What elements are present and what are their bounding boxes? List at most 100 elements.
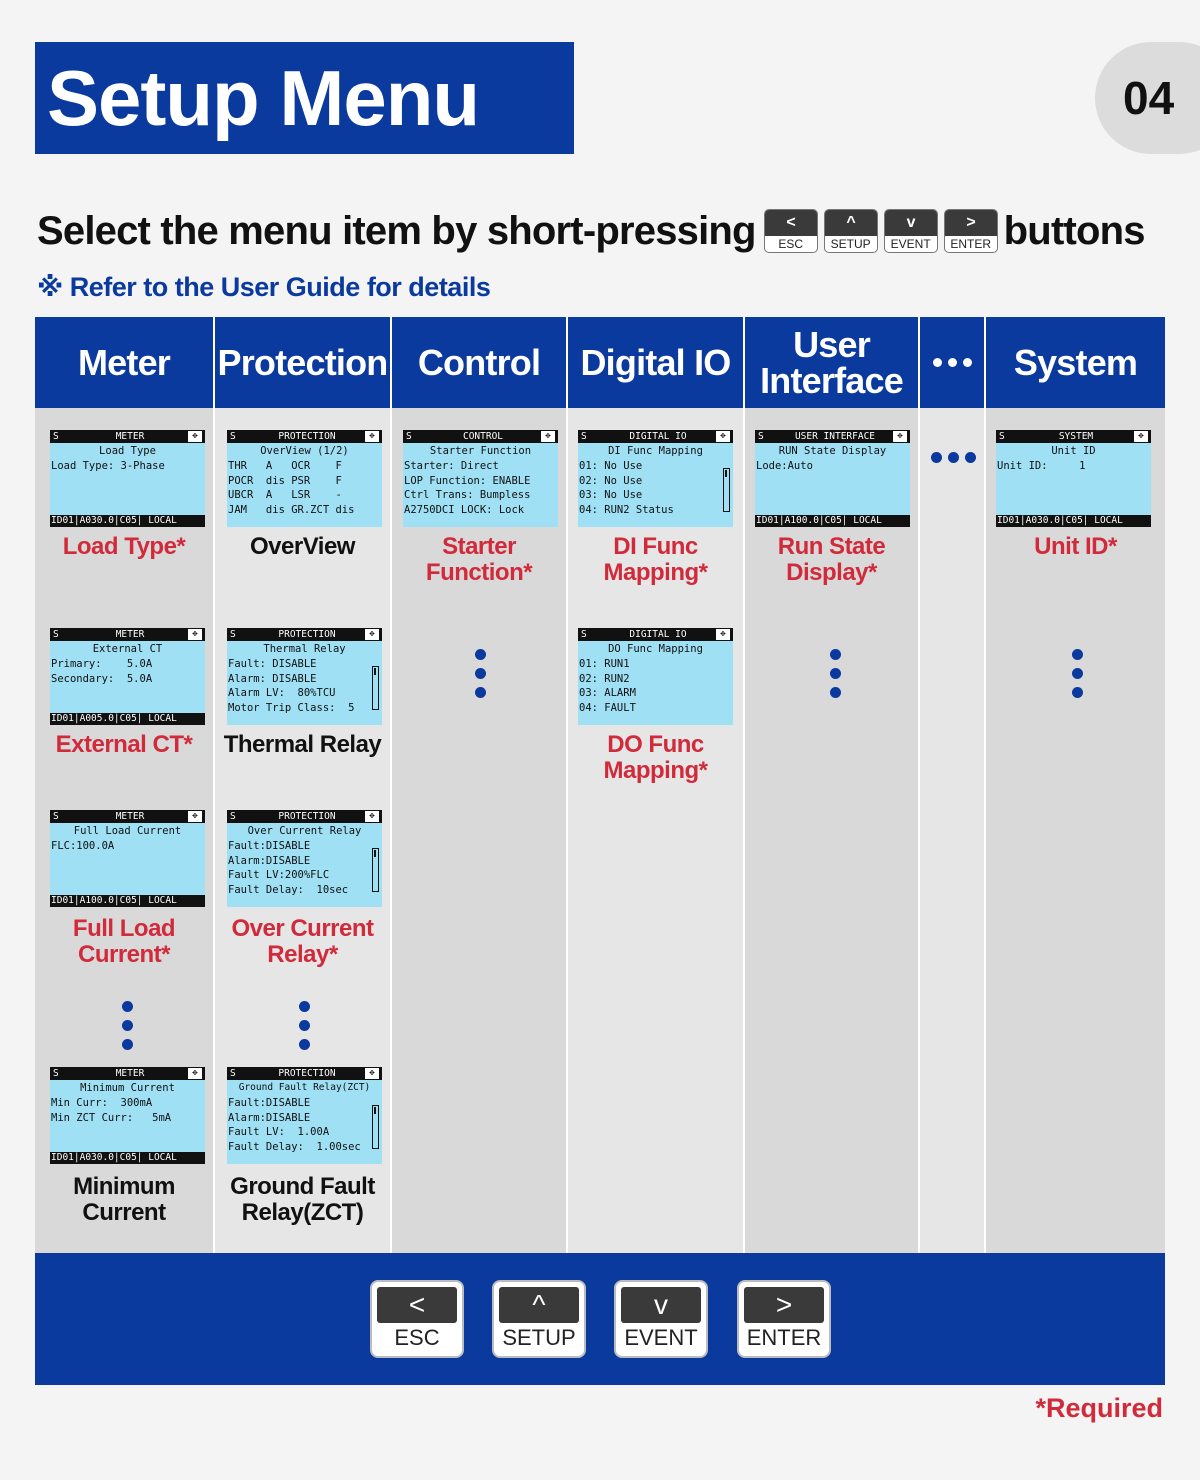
- lcd-status-bar: ID01|A030.0|C05| LOCAL: [996, 515, 1151, 527]
- lcd-title: DIGITAL IO: [629, 431, 687, 442]
- lcd-mode: S: [230, 1068, 236, 1079]
- required-legend: *Required: [1035, 1393, 1163, 1423]
- lcd-subtitle: Thermal Relay: [263, 643, 346, 655]
- lcd-status-bar: ID01|A005.0|C05| LOCAL: [50, 713, 205, 725]
- setup-button[interactable]: ^ SETUP: [492, 1280, 586, 1358]
- keypad-panel: < ESC ^ SETUP v EVENT > ENTER: [35, 1253, 1165, 1385]
- more-items-dots-icon: [1072, 649, 1083, 706]
- chevron-right-icon: >: [944, 210, 997, 236]
- caption-line: Ground Fault: [230, 1173, 375, 1200]
- caption-run-state-display: Run State Display*: [745, 534, 918, 586]
- lcd-line: Alarm LV: 80%TCU: [228, 687, 336, 699]
- caption-load-type: Load Type*: [62, 533, 186, 560]
- column-header-system[interactable]: System: [986, 317, 1165, 408]
- caption-thermal-relay: Thermal Relay: [223, 731, 382, 758]
- lcd-line: Alarm:DISABLE: [228, 1111, 311, 1124]
- lcd-line: Fault Delay: 1.00sec: [228, 1140, 361, 1153]
- settings-icon: ✥: [365, 1068, 379, 1079]
- settings-icon: ✥: [541, 431, 555, 442]
- lcd-line: Alarm: DISABLE: [228, 672, 317, 685]
- chevron-up-icon: ^: [824, 210, 877, 236]
- setup-button-label: SETUP: [502, 1325, 576, 1350]
- lcd-line: Lode:Auto: [756, 460, 813, 472]
- column-header-meter[interactable]: Meter: [35, 317, 213, 408]
- lcd-line: Fault Delay: 10sec: [228, 883, 349, 896]
- event-button[interactable]: v EVENT: [614, 1280, 708, 1358]
- mini-key-label: EVENT: [890, 237, 931, 251]
- more-items-dots-icon: [475, 649, 486, 706]
- chevron-down-icon: v: [884, 210, 937, 236]
- header-line: User: [793, 323, 871, 365]
- lcd-line: 03: No Use: [579, 489, 643, 501]
- caption-line: Starter: [442, 533, 516, 560]
- lcd-title: PROTECTION: [278, 629, 336, 640]
- esc-button[interactable]: < ESC: [370, 1280, 464, 1358]
- caption-line: Over Current: [231, 915, 374, 942]
- lcd-line: POCR dis PSR F: [228, 474, 342, 487]
- column-header-protection[interactable]: Protection: [215, 317, 390, 408]
- caption-over-current-relay: Over Current Relay*: [215, 916, 390, 968]
- lcd-header: S CONTROL ✥: [403, 430, 558, 443]
- lcd-line: Starter: Direct: [404, 460, 499, 472]
- lcd-status-bar: ID01|A100.0|C05| LOCAL: [755, 515, 910, 527]
- lcd-line: Fault LV: 1.00A: [228, 1126, 330, 1138]
- enter-button[interactable]: > ENTER: [737, 1280, 831, 1358]
- lcd-mode: S: [406, 431, 412, 442]
- instruction-line: Select the menu item by short-pressing <…: [37, 205, 1146, 257]
- lcd-mode: S: [581, 629, 587, 640]
- caption-starter-function: Starter Function*: [392, 534, 566, 586]
- caption-line: Function*: [425, 559, 533, 586]
- column-header-more[interactable]: [920, 317, 984, 408]
- chevron-left-icon: <: [377, 1287, 457, 1323]
- more-columns-dots-icon: [932, 358, 972, 367]
- settings-icon: ✥: [893, 431, 907, 442]
- column-header-control[interactable]: Control: [392, 317, 566, 408]
- header-line: Interface: [760, 359, 904, 401]
- lcd-scrollbar: [372, 666, 379, 710]
- settings-icon: ✥: [188, 1068, 202, 1079]
- lcd-line: Fault:DISABLE: [228, 1097, 311, 1109]
- settings-icon: ✥: [716, 629, 730, 640]
- settings-icon: ✥: [188, 629, 202, 640]
- lcd-line: 02: RUN2: [579, 672, 630, 685]
- esc-button-label: ESC: [394, 1325, 440, 1350]
- lcd-line: Secondary: 5.0A: [51, 672, 153, 685]
- lcd-title: PROTECTION: [278, 1068, 336, 1079]
- lcd-line: Unit ID: 1: [997, 460, 1086, 472]
- lcd-subtitle: Minimum Current: [80, 1082, 175, 1094]
- lcd-title: USER INTERFACE: [794, 431, 876, 442]
- chevron-left-icon: <: [764, 210, 817, 236]
- lcd-header: S USER INTERFACE ✥: [755, 430, 910, 443]
- lcd-line: 02: No Use: [579, 474, 643, 487]
- event-button-label: EVENT: [624, 1325, 698, 1350]
- lcd-mode: S: [758, 431, 764, 442]
- column-header-digital-io[interactable]: Digital IO: [568, 317, 743, 408]
- more-items-dots-icon: [931, 452, 976, 463]
- caption-line: Run State: [777, 533, 886, 560]
- mini-key-setup: ^SETUP: [823, 209, 878, 253]
- lcd-title: CONTROL: [462, 431, 504, 442]
- lcd-status-bar: ID01|A100.0|C05| LOCAL: [50, 895, 205, 907]
- caption-line: Current: [82, 1199, 166, 1226]
- caption-line: DI Func: [613, 533, 698, 560]
